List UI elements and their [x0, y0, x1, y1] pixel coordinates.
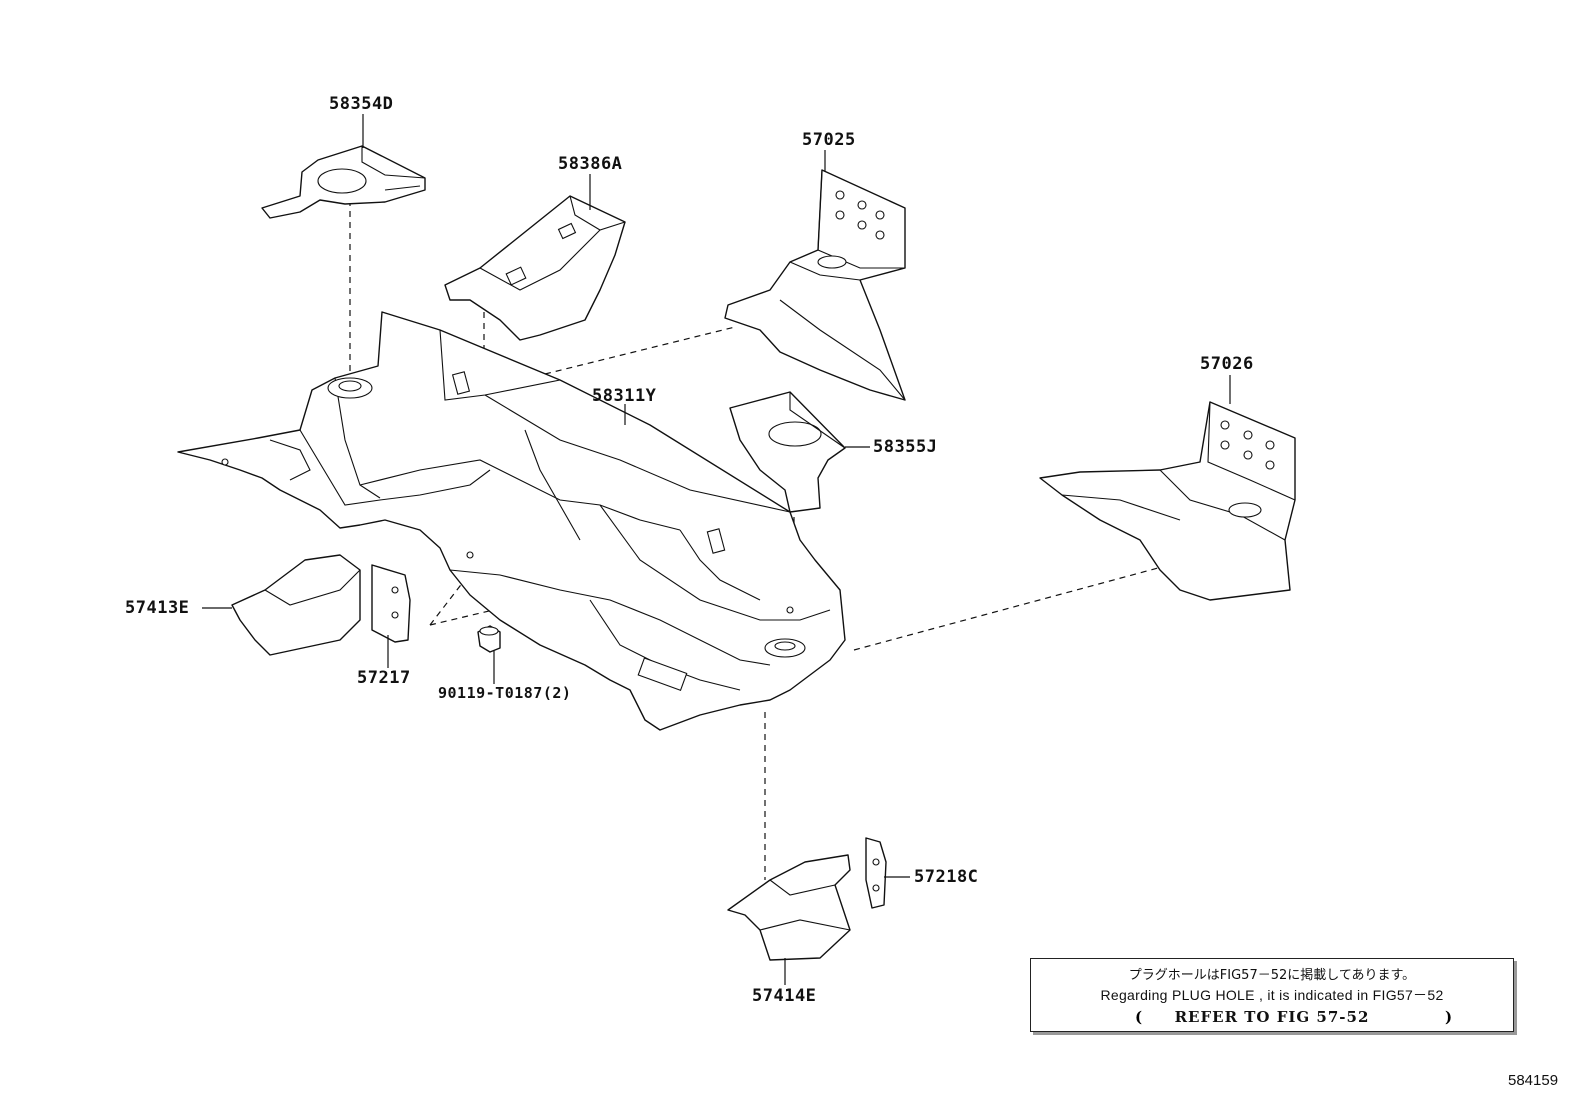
part-label-58386A: 58386A: [558, 154, 623, 174]
part-label-57025: 57025: [802, 130, 856, 150]
part-label-57217: 57217: [357, 668, 411, 688]
plug-hole-note: プラグホールはFIG57－52に掲載してあります。 Regarding PLUG…: [1030, 958, 1514, 1032]
note-line-english: Regarding PLUG HOLE , it is indicated in…: [1100, 987, 1444, 1003]
figure-number: 584159: [1508, 1072, 1559, 1089]
bracket-58355J: [729, 391, 846, 513]
part-label-57218C: 57218C: [914, 867, 979, 887]
bracket-57413E: [231, 554, 361, 656]
panel-57026: [1039, 401, 1296, 601]
note-open-paren: (: [1135, 1008, 1143, 1026]
plate-57218C: [865, 837, 887, 909]
bracket-58354D: [261, 145, 426, 219]
part-label-58354D: 58354D: [329, 94, 394, 114]
leader-lines: [202, 114, 1231, 985]
part-label-57026: 57026: [1200, 354, 1254, 374]
bracket-58386A: [444, 195, 626, 341]
panel-57025: [724, 169, 906, 401]
part-label-58355J: 58355J: [873, 437, 938, 457]
bracket-57414E: [727, 854, 851, 961]
bolt-90119: [477, 625, 501, 653]
refer-to-figure-link[interactable]: REFER TO FIG 57-52: [1174, 1008, 1370, 1026]
part-label-90119: 90119-T0187(2): [438, 684, 572, 702]
floor-pan-58311Y: [177, 311, 846, 731]
part-label-57414E: 57414E: [752, 986, 817, 1006]
part-label-58311Y: 58311Y: [592, 386, 657, 406]
note-line-japanese: プラグホールはFIG57－52に掲載してあります。: [1128, 968, 1416, 983]
note-close-paren: ): [1445, 1008, 1453, 1026]
part-label-57413E: 57413E: [125, 598, 190, 618]
plate-57217: [371, 564, 411, 643]
